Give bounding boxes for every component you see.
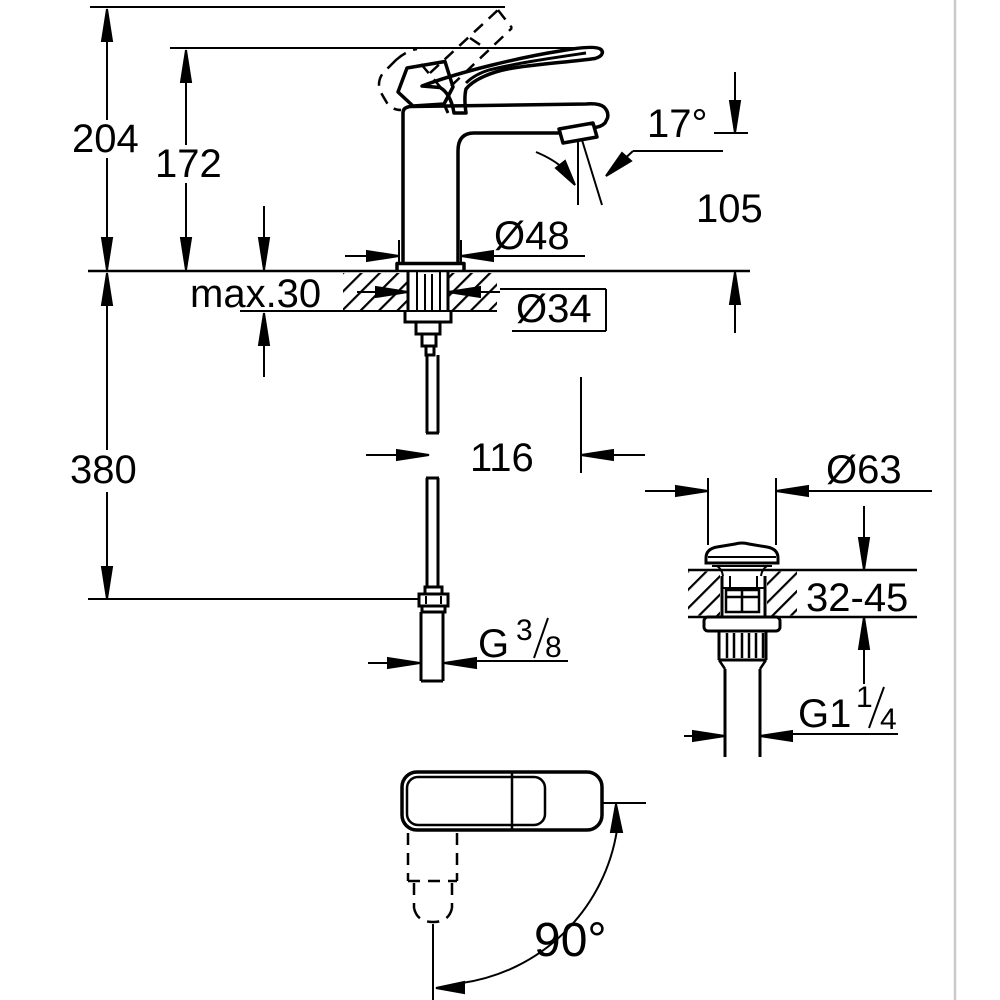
dimension-jet-angle: 17°: [605, 102, 748, 177]
waste-window: [724, 588, 761, 614]
swivel-arc: [461, 829, 618, 984]
dimension-105-label: 105: [696, 187, 763, 231]
dimension-d63-lines: [645, 478, 932, 545]
dimension-172-label: 172: [155, 142, 222, 186]
handle-neck-detail: [442, 103, 450, 114]
dimension-g38-prefix: G: [478, 622, 509, 666]
dimension-waste-deck-range: 32-45: [806, 506, 908, 684]
dimension-deck-thickness: max.30: [190, 206, 497, 377]
dimension-supply-thread: G 3 8: [368, 614, 568, 670]
dimension-d48-label: Ø48: [494, 214, 570, 258]
dimension-g114-denominator: 4: [880, 703, 897, 736]
dimension-105-lines: [728, 72, 742, 333]
waste-deck-hatch-left: [688, 571, 720, 616]
plan-body-hidden-dashed: [406, 833, 459, 924]
dimension-380-label: 380: [70, 448, 137, 492]
waste-taper: [717, 659, 768, 670]
dimension-d34-label: Ø34: [516, 287, 592, 331]
plan-handle-outline: [400, 770, 604, 832]
dimension-max30-label: max.30: [190, 272, 321, 316]
dimension-overall-height: 204: [72, 6, 505, 271]
swivel-arc-arrowheads: [435, 803, 624, 995]
dimension-204-label: 204: [72, 117, 139, 161]
dimension-172-lines: [170, 47, 576, 271]
faucet-aerator: [557, 121, 599, 145]
hose-connector-nut: [417, 585, 450, 614]
waste-deck-hatch-right: [767, 571, 797, 616]
dimension-380-lines: [88, 272, 419, 600]
hose-connector-marks: [425, 596, 442, 604]
handle-raised-dashed: [377, 9, 513, 112]
dimension-outlet-height: 105: [696, 72, 763, 333]
dimension-3245-lines: [857, 506, 871, 684]
dimension-17deg-label: 17°: [647, 102, 708, 146]
dimension-waste-cap-diameter: Ø63: [645, 448, 932, 545]
faucet-body-outline: [401, 102, 610, 264]
dimension-g38-numerator: 3: [516, 614, 533, 647]
handle-lever: [420, 45, 605, 115]
jet-angle-arc-arrowhead: [554, 159, 576, 186]
plan-handle-inner-line: [405, 775, 547, 827]
waste-tailpipe: [723, 669, 762, 757]
faucet-spout-underside: [456, 131, 559, 264]
dimension-swivel-angle: 90°: [435, 802, 646, 995]
dimension-116-lines: [366, 377, 645, 473]
waste-cap-lines: [708, 556, 776, 577]
dimension-d48-lines: [345, 240, 585, 263]
dimension-g114-numerator: 1: [856, 681, 873, 714]
front-view: 204 172 max.30 17° 105 Ø48: [70, 6, 763, 683]
dimension-90deg-label: 90°: [534, 914, 607, 967]
waste-cap: [704, 541, 780, 565]
faucet-base-flange: [395, 261, 466, 271]
dimension-116-label: 116: [470, 436, 534, 480]
waste-body: [720, 576, 767, 617]
shank-steps: [403, 311, 453, 357]
waste-body-inner: [722, 576, 765, 589]
dimension-204-lines: [90, 6, 505, 271]
dimension-g38-denominator: 8: [545, 631, 562, 664]
dimension-17deg-leader: [605, 132, 748, 177]
dimension-hose-drop: 380: [70, 272, 419, 600]
water-jet-lines: [577, 139, 603, 206]
dimension-shank-diameter: Ø34: [357, 285, 607, 332]
waste-nut-slots: [725, 633, 765, 658]
dimension-max30-lines: [240, 206, 497, 377]
dimension-g38-lines: [368, 617, 568, 670]
shank-outline: [406, 272, 450, 311]
dimension-spout-reach: 116: [366, 377, 645, 480]
dimension-spout-height: 172: [155, 47, 576, 271]
dimension-g114-prefix: G1: [798, 692, 851, 736]
dimension-waste-thread: G1 1 4: [684, 681, 898, 743]
dimension-body-diameter: Ø48: [345, 214, 585, 263]
waste-flange: [702, 615, 782, 633]
dimension-d34-lines: [357, 285, 607, 332]
waste-valve-view: Ø63 32-45 G1 1 4: [645, 448, 932, 757]
dimension-3245-label: 32-45: [806, 576, 908, 620]
plan-view: 90°: [400, 770, 646, 1000]
shank-inner-lines: [416, 272, 441, 311]
supply-tube: [419, 612, 445, 683]
supply-hose: [425, 355, 440, 587]
waste-castellated-nut: [717, 631, 768, 662]
dimension-d63-label: Ø63: [826, 448, 902, 492]
dimension-g114-lines: [684, 686, 898, 743]
handle-lever-inner-line: [464, 51, 587, 85]
